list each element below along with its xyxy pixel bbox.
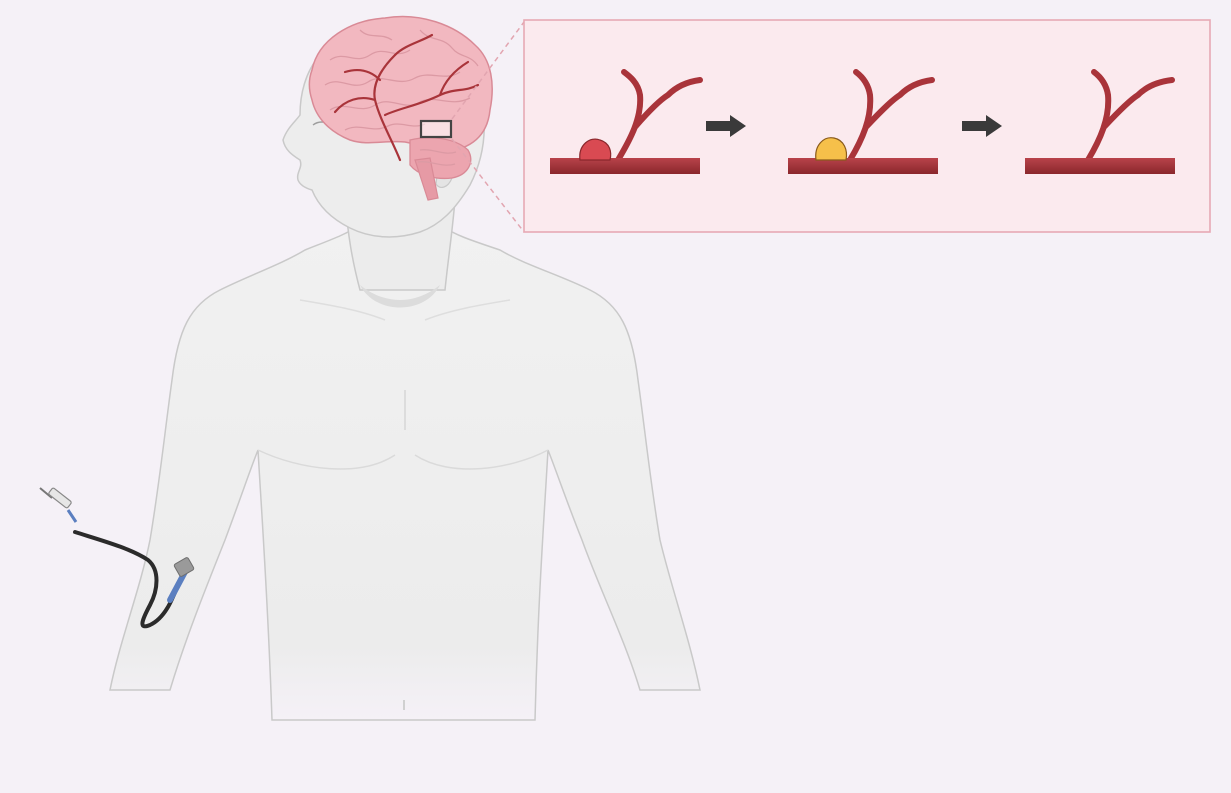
parent-vessel	[550, 158, 700, 174]
torso	[110, 225, 700, 720]
parent-vessel	[788, 158, 938, 174]
syringe-tip	[68, 510, 76, 522]
cerebrum	[309, 17, 492, 149]
aneurysm-location-marker	[421, 121, 451, 137]
inset-panel	[524, 20, 1210, 232]
syringe-icon	[40, 487, 76, 522]
parent-vessel	[1025, 158, 1175, 174]
